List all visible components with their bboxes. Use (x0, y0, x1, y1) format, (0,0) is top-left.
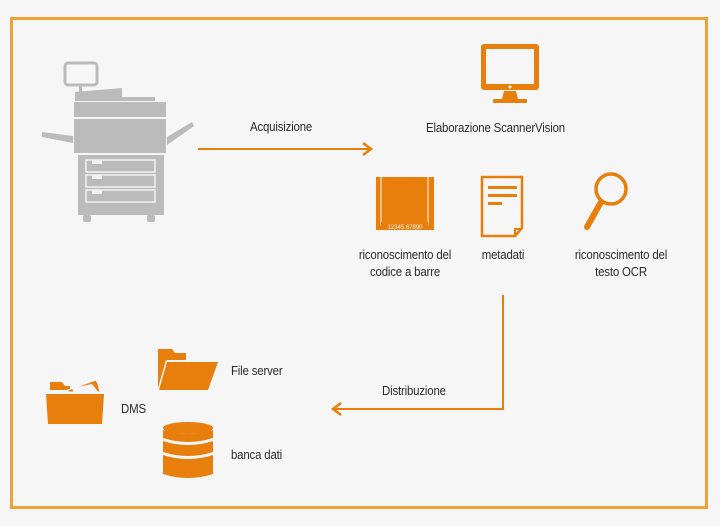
folder-documents-icon (46, 379, 104, 424)
barcode-feature-label: riconoscimento del codice a barre (348, 246, 462, 280)
dms-label: DMS (121, 401, 146, 416)
acquisition-label: Acquisizione (250, 119, 313, 134)
barcode-feature-line2: codice a barre (369, 264, 441, 279)
multifunction-printer-icon (42, 61, 194, 222)
acquisition-arrow (198, 142, 374, 156)
distribution-label: Distribuzione (382, 383, 446, 398)
ocr-feature-line1: riconoscimento del (574, 247, 668, 262)
diagram-frame (10, 17, 708, 509)
ocr-feature-label: riconoscimento del testo OCR (564, 246, 678, 280)
barcode-digits: 12345 67890 (387, 225, 423, 231)
magnifier-icon (584, 172, 628, 230)
file-server-label: File server (231, 363, 283, 378)
distribution-arrow (330, 295, 504, 416)
barcode-icon (376, 177, 434, 230)
database-label: banca dati (231, 447, 283, 462)
document-icon (480, 175, 524, 238)
open-folder-icon (158, 349, 218, 390)
database-icon (163, 422, 213, 478)
metadata-feature-line1: metadati (481, 247, 525, 262)
monitor-icon (481, 44, 539, 103)
ocr-feature-line2: testo OCR (595, 264, 647, 279)
metadata-feature-label: metadati (472, 246, 534, 263)
processing-label: Elaborazione ScannerVision (426, 120, 565, 135)
barcode-feature-line1: riconoscimento del (358, 247, 452, 262)
